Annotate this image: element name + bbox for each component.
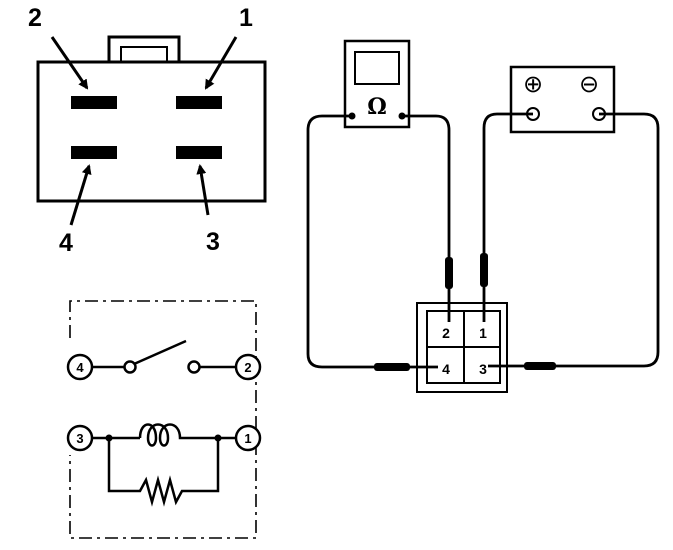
ohm-symbol: Ω bbox=[367, 94, 387, 120]
pin-3-leader bbox=[196, 164, 210, 216]
switch-contact-left bbox=[123, 360, 137, 374]
test-setup: Ω ⊕ ⊖ 2 1 4 3 bbox=[306, 39, 660, 393]
schematic-terminal-3-label: 3 bbox=[76, 431, 83, 446]
pin-2-leader bbox=[50, 36, 89, 90]
probe-pin-3 bbox=[524, 362, 556, 370]
pin-label-1: 1 bbox=[239, 4, 253, 32]
schematic-terminal-1-label: 1 bbox=[244, 431, 251, 446]
pin-1-leader bbox=[204, 36, 238, 90]
pin-4-terminal bbox=[71, 146, 117, 159]
probe-pin-1 bbox=[480, 253, 488, 287]
relay-connector-face: 2 1 4 3 bbox=[28, 4, 267, 257]
battery-positive-symbol: ⊕ bbox=[523, 70, 543, 98]
switch-blade bbox=[133, 339, 187, 366]
pin-3-terminal bbox=[176, 146, 222, 159]
pin-2-terminal bbox=[71, 96, 117, 109]
pin-label-2: 2 bbox=[28, 4, 42, 32]
schematic-terminal-2-label: 2 bbox=[244, 360, 251, 375]
relay-schematic: 4 2 3 1 bbox=[66, 300, 262, 539]
battery-body bbox=[509, 65, 616, 134]
schematic-terminal-4 bbox=[66, 353, 94, 381]
test-connector-cell-2: 2 bbox=[442, 325, 450, 341]
ohmmeter-lead-to-pin-2 bbox=[402, 114, 451, 322]
battery-negative-symbol: ⊖ bbox=[579, 70, 599, 98]
schematic-terminal-2 bbox=[234, 353, 262, 381]
test-connector-cell-4: 4 bbox=[442, 361, 450, 377]
ohmmeter: Ω bbox=[343, 39, 411, 129]
connector-body bbox=[36, 60, 267, 203]
battery-lead-to-pin-3 bbox=[488, 112, 660, 368]
probe-pin-4 bbox=[374, 363, 410, 371]
schematic-terminal-4-label: 4 bbox=[76, 360, 84, 375]
probe-pin-2 bbox=[445, 257, 453, 289]
pin-label-3: 3 bbox=[206, 228, 220, 256]
coil-winding bbox=[138, 423, 218, 447]
test-connector: 2 1 4 3 bbox=[416, 302, 508, 393]
switch-contact-right bbox=[187, 360, 201, 374]
pin-label-4: 4 bbox=[59, 229, 73, 257]
pin-1-terminal bbox=[176, 96, 222, 109]
relay-housing-outline bbox=[69, 300, 257, 539]
battery-lead-to-pin-1 bbox=[482, 112, 533, 322]
ohmmeter-lead-to-pin-4 bbox=[306, 114, 438, 369]
resistor-branch bbox=[107, 438, 220, 507]
schematic-terminal-1 bbox=[234, 424, 262, 452]
ohmmeter-display bbox=[354, 51, 400, 85]
schematic-terminal-3 bbox=[66, 424, 94, 452]
battery: ⊕ ⊖ bbox=[509, 65, 616, 134]
test-connector-cell-3: 3 bbox=[479, 361, 487, 377]
pin-4-leader bbox=[69, 164, 92, 226]
test-connector-cell-1: 1 bbox=[479, 325, 487, 341]
